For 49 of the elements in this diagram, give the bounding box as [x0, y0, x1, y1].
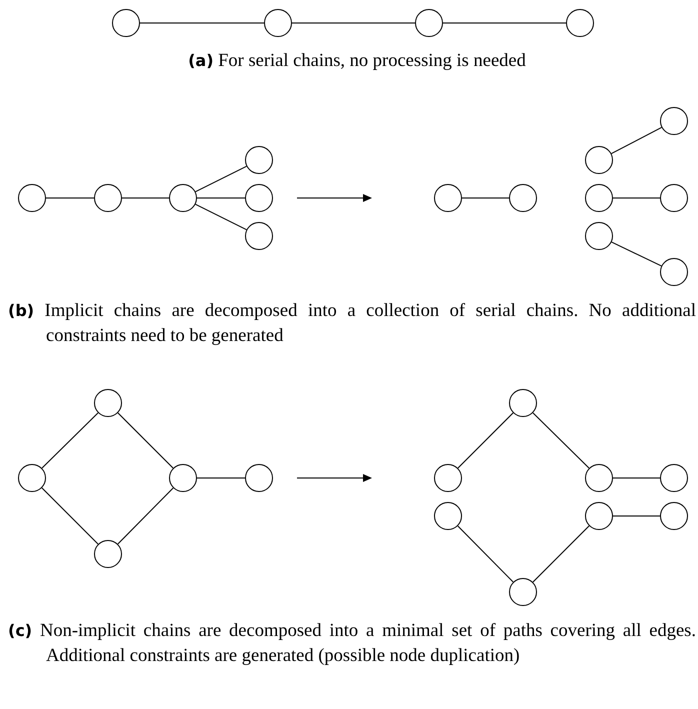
circle-node — [415, 9, 443, 37]
circle-node — [169, 184, 197, 212]
connector-line — [442, 22, 566, 24]
circle-node — [94, 540, 122, 568]
circle-node — [434, 184, 462, 212]
figure-caption: (b) Implicit chains are decomposed into a collection of serial chains. No additional constraints need to be generated — [8, 300, 696, 348]
connector-line — [140, 22, 264, 24]
connector-line — [117, 412, 174, 469]
circle-node — [585, 464, 613, 492]
figure-caption: (c) Non-implicit chains are decomposed into a minimal set of paths covering all edges. Additional constraints are generated (possible node duplication) — [8, 620, 696, 668]
circle-node — [509, 184, 537, 212]
circle-node — [94, 389, 122, 417]
circle-node — [660, 502, 688, 530]
circle-node — [566, 9, 594, 37]
circle-node — [18, 184, 46, 212]
circle-node — [660, 107, 688, 135]
circle-node — [585, 502, 613, 530]
circle-node — [509, 578, 537, 606]
circle-node — [264, 9, 292, 37]
connector-line — [292, 22, 416, 24]
circle-node — [245, 222, 273, 250]
circle-node — [660, 184, 688, 212]
circle-node — [585, 222, 613, 250]
circle-node — [94, 184, 122, 212]
connector-line — [457, 525, 514, 583]
circle-node — [245, 146, 273, 174]
circle-node — [660, 464, 688, 492]
connector-line — [117, 487, 174, 545]
circle-node — [660, 258, 688, 286]
circle-node — [245, 464, 273, 492]
circle-node — [169, 464, 197, 492]
figure-caption: (a) For serial chains, no processing is needed — [187, 50, 527, 73]
circle-node — [245, 184, 273, 212]
connector-line — [610, 126, 662, 154]
circle-node — [18, 464, 46, 492]
circle-node — [434, 502, 462, 530]
connector-line — [532, 525, 590, 583]
connector-line — [195, 166, 247, 192]
circle-node — [585, 184, 613, 212]
connector-line — [195, 204, 247, 230]
circle-node — [509, 389, 537, 417]
connector-line — [41, 412, 99, 469]
circle-node — [585, 146, 613, 174]
circle-node — [434, 464, 462, 492]
connector-line — [611, 242, 662, 266]
connector-line — [41, 487, 99, 545]
circle-node — [112, 9, 140, 37]
connector-line — [532, 412, 590, 469]
connector-line — [457, 412, 514, 469]
